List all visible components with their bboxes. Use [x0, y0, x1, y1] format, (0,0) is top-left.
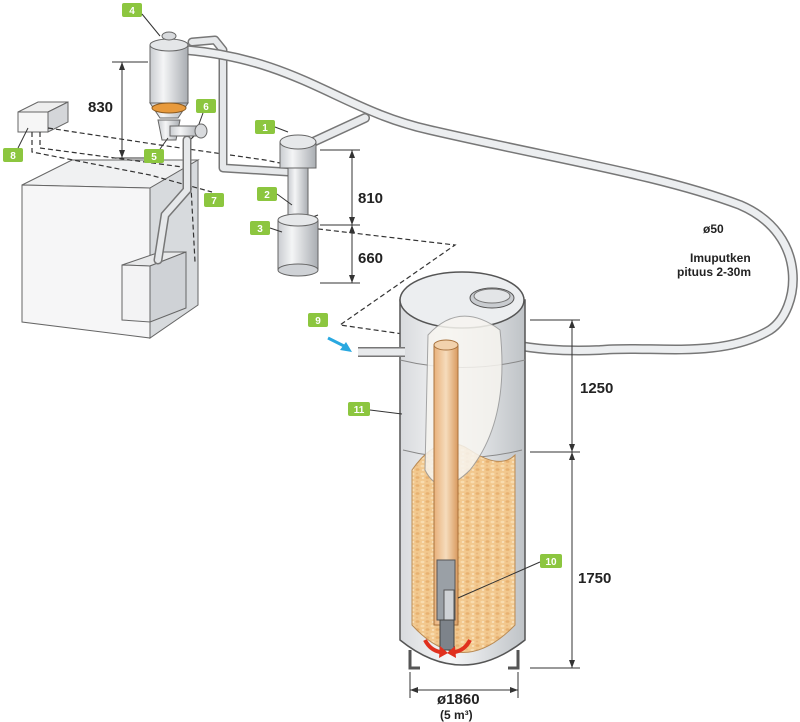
feed-pipe	[153, 135, 192, 265]
suction-hose	[181, 45, 798, 356]
badge-4: 4	[122, 3, 161, 37]
badge-1: 1	[255, 120, 289, 134]
dimension-810: 810	[358, 190, 383, 207]
dimension-660: 660	[358, 250, 383, 267]
cyclone-separator	[149, 31, 208, 141]
vacuum-unit	[277, 134, 319, 277]
svg-text:4: 4	[129, 6, 135, 17]
dimension-pipe-diameter: ø50	[703, 222, 724, 236]
silo	[399, 271, 526, 670]
dimension-lines	[112, 61, 580, 698]
svg-text:2: 2	[264, 190, 270, 201]
fill-inflow-arrow	[327, 336, 352, 352]
hose-length-label-line1: Imuputken	[690, 251, 751, 265]
badge-2: 2	[257, 187, 293, 206]
silo-volume: (5 m³)	[440, 708, 473, 722]
svg-text:3: 3	[257, 224, 263, 235]
svg-text:11: 11	[354, 405, 365, 416]
badge-5: 5	[144, 137, 169, 163]
control-box	[17, 101, 69, 133]
badge-9: 9	[308, 313, 328, 327]
svg-text:8: 8	[10, 151, 16, 162]
svg-text:10: 10	[545, 557, 557, 568]
badge-7: 7	[204, 193, 224, 207]
dimension-1250: 1250	[580, 380, 613, 397]
svg-text:6: 6	[203, 102, 209, 113]
svg-text:9: 9	[315, 316, 321, 327]
hose-length-label-line2: pituus 2-30m	[677, 265, 751, 279]
pellet-flow-arrows	[423, 639, 472, 658]
burner-unit	[121, 251, 187, 323]
svg-text:5: 5	[151, 152, 157, 163]
dimension-830: 830	[88, 99, 113, 116]
dimension-silo-diameter: ø1860	[437, 691, 480, 708]
dimension-1750: 1750	[578, 570, 611, 587]
suction-tube	[433, 339, 459, 651]
badge-11: 11	[348, 402, 403, 416]
badge-8: 8	[3, 127, 29, 162]
badge-6: 6	[196, 99, 216, 125]
svg-text:1: 1	[262, 123, 268, 134]
dimension-arrowheads	[119, 62, 575, 693]
badge-10: 10	[457, 554, 562, 599]
badge-3: 3	[250, 221, 283, 235]
svg-text:7: 7	[211, 196, 217, 207]
